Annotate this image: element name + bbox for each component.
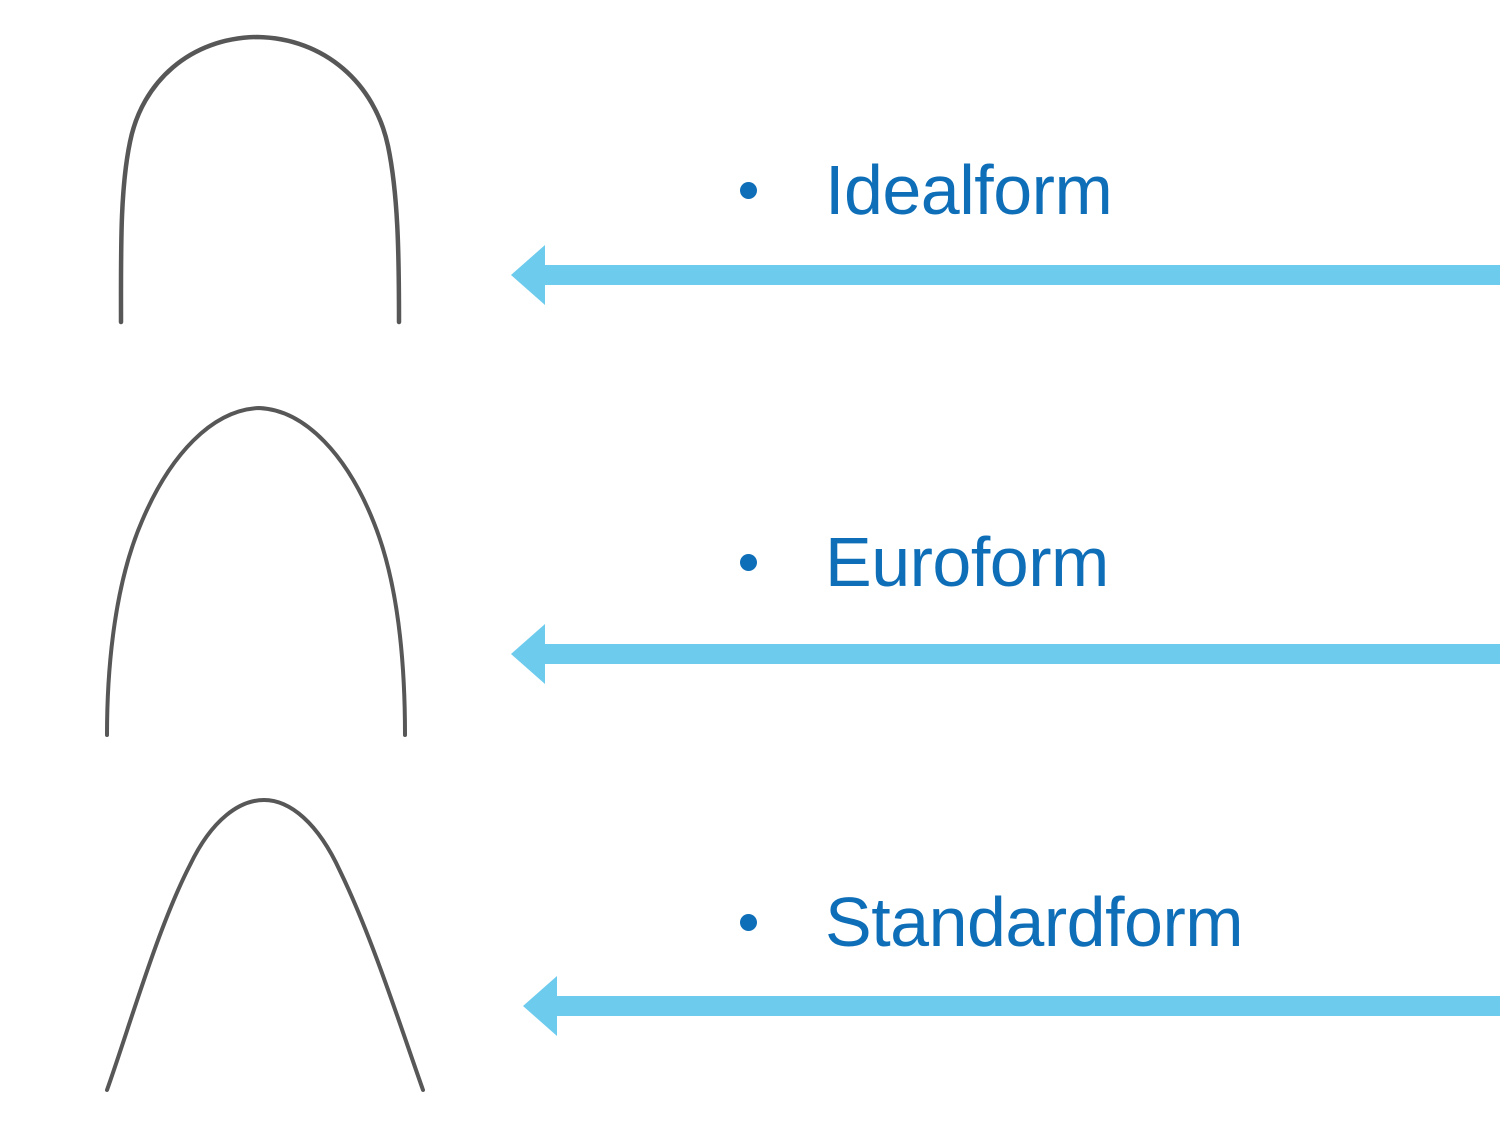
- left-arrow-icon: [511, 624, 1500, 684]
- archwire-standardform-svg: [105, 798, 425, 1092]
- archwire-idealform-svg: [118, 34, 402, 325]
- archwire-diagram-standardform: [0, 775, 500, 1115]
- list-item-standardform: Standardform: [700, 872, 1500, 972]
- bullet-point-icon: [740, 913, 757, 931]
- left-arrow-icon: [511, 245, 1500, 305]
- list-item-label: Standardform: [825, 883, 1244, 961]
- archwire-idealform-path: [118, 34, 402, 325]
- bullet-point-icon: [740, 181, 757, 199]
- bullet-point-icon: [740, 553, 757, 571]
- archwire-standardform-path: [105, 798, 425, 1092]
- archwire-euroform-path: [105, 406, 407, 737]
- left-arrow-icon: [523, 976, 1500, 1036]
- left-arrow-idealform-svg: [511, 245, 1500, 305]
- list-item-label: Euroform: [825, 523, 1109, 601]
- archwire-euroform-svg: [105, 406, 407, 737]
- archwire-diagram-euroform: [0, 385, 500, 750]
- arrow-row-euroform: [505, 622, 1500, 686]
- list-item-idealform: Idealform: [700, 140, 1500, 240]
- arrow-row-idealform: [505, 243, 1500, 307]
- list-item-label: Idealform: [825, 151, 1113, 229]
- list-item-euroform: Euroform: [700, 512, 1500, 612]
- arrow-row-standardform: [505, 974, 1500, 1038]
- left-arrow-standardform-svg: [523, 976, 1500, 1036]
- left-arrow-euroform-svg: [511, 624, 1500, 684]
- archwire-diagram-idealform: [0, 0, 500, 345]
